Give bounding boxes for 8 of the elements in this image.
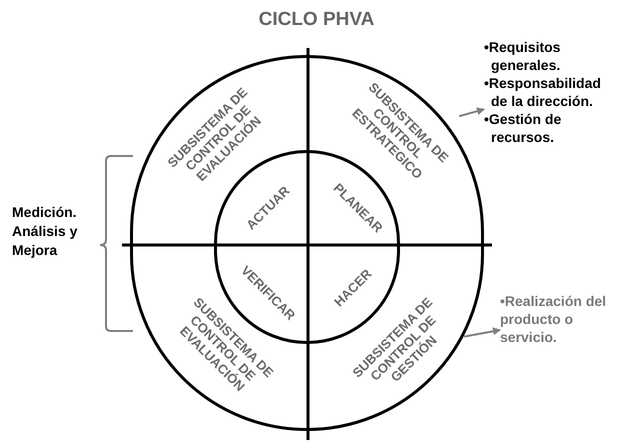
note-text: •Realización del producto o servicio. (500, 292, 618, 346)
bullet-item: •Gestión de recursos. (484, 110, 562, 146)
title: CICLO PHVA (258, 8, 374, 32)
bracket-label: Medición. Análisis y Mejora (12, 203, 78, 260)
arrow (464, 327, 501, 338)
arrow (458, 107, 485, 118)
bullet-item: •Requisitos generales. (484, 38, 562, 74)
bullet-item: •Responsabilidad de la dirección. (484, 74, 602, 110)
